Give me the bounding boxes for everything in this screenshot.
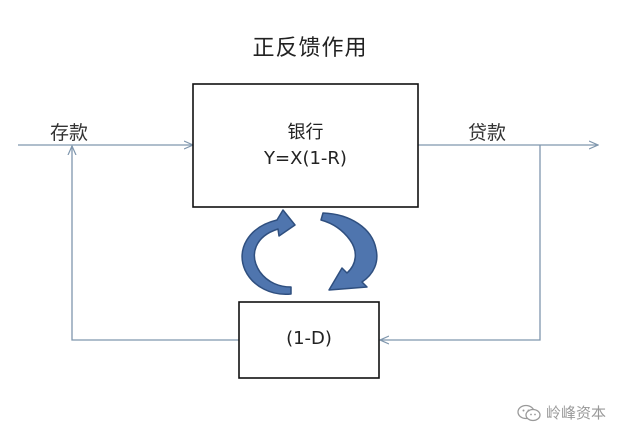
feedback-box bbox=[238, 301, 380, 379]
bank-name: 银行 bbox=[287, 122, 324, 143]
bank-box bbox=[192, 83, 419, 208]
watermark-text: 岭峰资本 bbox=[545, 404, 606, 422]
diagram-title: 正反馈作用 bbox=[252, 36, 368, 61]
deposit-label: 存款 bbox=[50, 122, 89, 144]
loan-label: 贷款 bbox=[468, 122, 507, 144]
cycle-arrows bbox=[241, 209, 378, 295]
watermark: 岭峰资本 bbox=[516, 402, 606, 423]
bank-box-text: 银行 Y=X(1-R) bbox=[193, 118, 418, 169]
wechat-icon bbox=[517, 404, 541, 421]
deposit-feedback-line bbox=[72, 146, 239, 341]
cycle-arrow-left bbox=[241, 209, 296, 295]
cycle-arrow-right bbox=[320, 212, 378, 291]
bank-formula: Y=X(1-R) bbox=[264, 148, 347, 169]
loan-feedback-line bbox=[380, 145, 541, 340]
feedback-formula: (1-D) bbox=[286, 328, 332, 349]
